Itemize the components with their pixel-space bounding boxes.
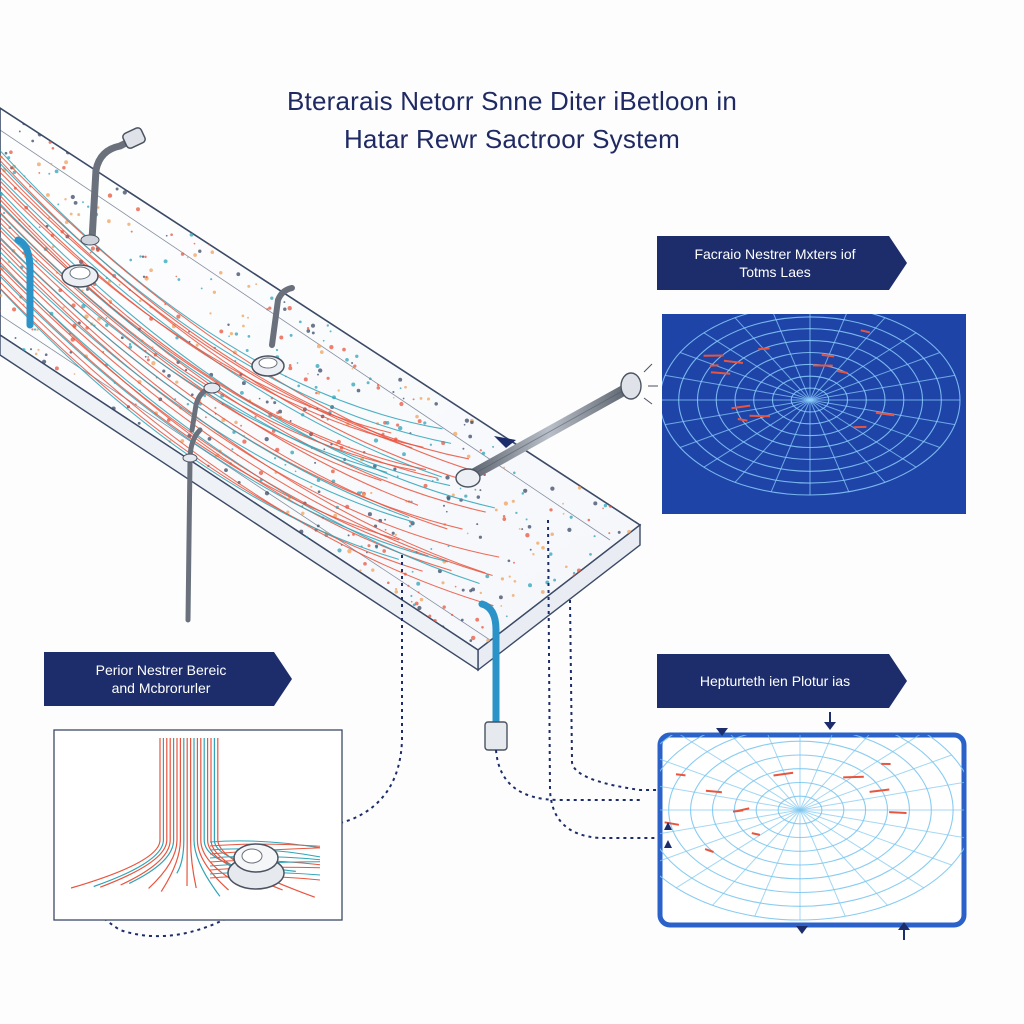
dotted-connectors bbox=[87, 519, 680, 938]
fiber-detail-panel bbox=[53, 729, 343, 921]
sensor-cap-icon bbox=[61, 264, 99, 288]
blue-conduit-left bbox=[14, 236, 34, 329]
arrow-icon bbox=[494, 436, 516, 448]
sensor-post-1 bbox=[80, 127, 146, 246]
diagram-title-line-1: Bterarais Netorr Snne Diter iBetloon in bbox=[286, 86, 737, 116]
label-top-right-line-1: Facraio Nestrer Mxters iof bbox=[694, 246, 856, 262]
fiber-strands bbox=[0, 150, 500, 607]
label-top-right-line-2: Totms Laes bbox=[739, 264, 811, 280]
cable-slab bbox=[0, 107, 642, 672]
blue-conduit-front bbox=[478, 600, 508, 751]
diagram-title-line-2: Hatar Rewr Sactroor System bbox=[343, 124, 681, 154]
mesh-panel-top bbox=[662, 314, 966, 514]
sensor-post-3 bbox=[182, 382, 221, 623]
label-bottom-left-line-2: and Mcbrorurler bbox=[111, 680, 211, 696]
label-bottom-left-line-1: Perior Nestrer Bereic bbox=[95, 662, 227, 678]
mesh-panel-bottom bbox=[657, 712, 967, 940]
label-bottom-right-line-1: Hepturteth ien Plotur ias bbox=[699, 673, 851, 689]
pipe-icon bbox=[455, 363, 658, 488]
label-bottom-right: Hepturteth ien Plotur ias bbox=[657, 654, 907, 708]
sensor-post-2 bbox=[251, 285, 295, 377]
label-top-right: Facraio Nestrer Mxters iof Totms Laes bbox=[657, 236, 907, 290]
label-bottom-left: Perior Nestrer Bereic and Mcbrorurler bbox=[44, 652, 292, 706]
